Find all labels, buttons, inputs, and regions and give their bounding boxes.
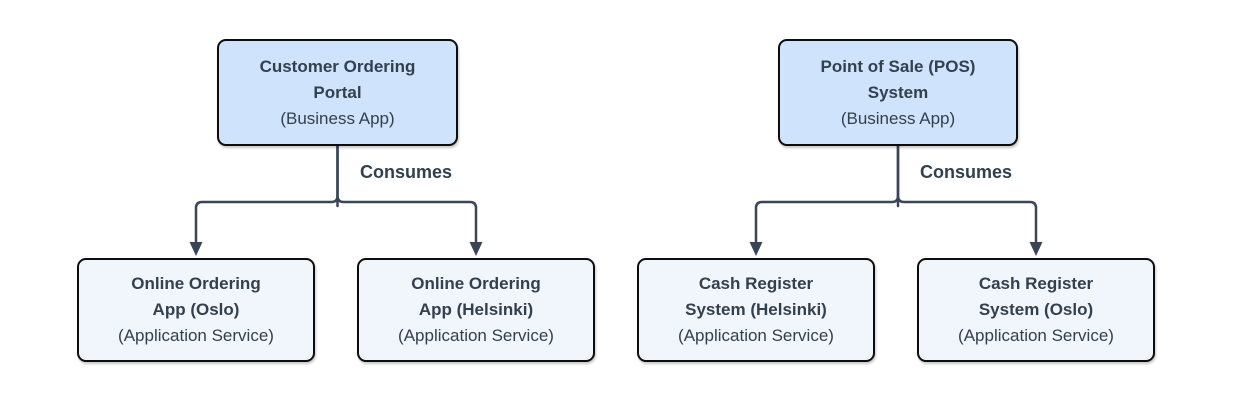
arrowhead [1029,242,1043,256]
node-title-line: Point of Sale (POS) [820,56,976,76]
edge-label-consumes-left: Consumes [360,162,453,182]
arrowhead [469,242,483,256]
node-subtitle: (Application Service) [118,326,274,345]
node-pos-system[interactable]: Point of Sale (POS) System (Business App… [778,39,1018,146]
node-title-line: Portal [313,82,362,102]
node-subtitle: (Application Service) [398,326,554,345]
node-subtitle: (Business App) [840,108,956,128]
node-cash-register-system-helsinki[interactable]: Cash Register System (Helsinki) (Applica… [637,258,875,362]
node-title-line: Online Ordering [131,274,261,293]
node-subtitle: (Application Service) [958,326,1114,345]
arrowhead [189,242,203,256]
node-title-line: System (Helsinki) [685,300,827,319]
arrowhead [749,242,763,256]
node-online-ordering-app-helsinki[interactable]: Online Ordering App (Helsinki) (Applicat… [357,258,595,362]
node-title-line: Online Ordering [411,274,541,293]
node-title-line: App (Helsinki) [418,300,534,319]
node-subtitle: (Business App) [280,108,395,128]
node-title-line: System (Oslo) [978,300,1094,319]
node-customer-ordering-portal[interactable]: Customer Ordering Portal (Business App) [217,39,458,146]
node-title-line: Cash Register [698,274,814,293]
node-title-line: Customer Ordering [259,56,416,76]
edge-label-consumes-right: Consumes [920,162,1013,182]
node-title-line: System [867,82,929,102]
node-title-line: App (Oslo) [152,300,240,319]
node-subtitle: (Application Service) [678,326,834,345]
node-online-ordering-app-oslo[interactable]: Online Ordering App (Oslo) (Application … [77,258,315,362]
node-cash-register-system-oslo[interactable]: Cash Register System (Oslo) (Application… [917,258,1155,362]
node-title-line: Cash Register [978,274,1094,293]
